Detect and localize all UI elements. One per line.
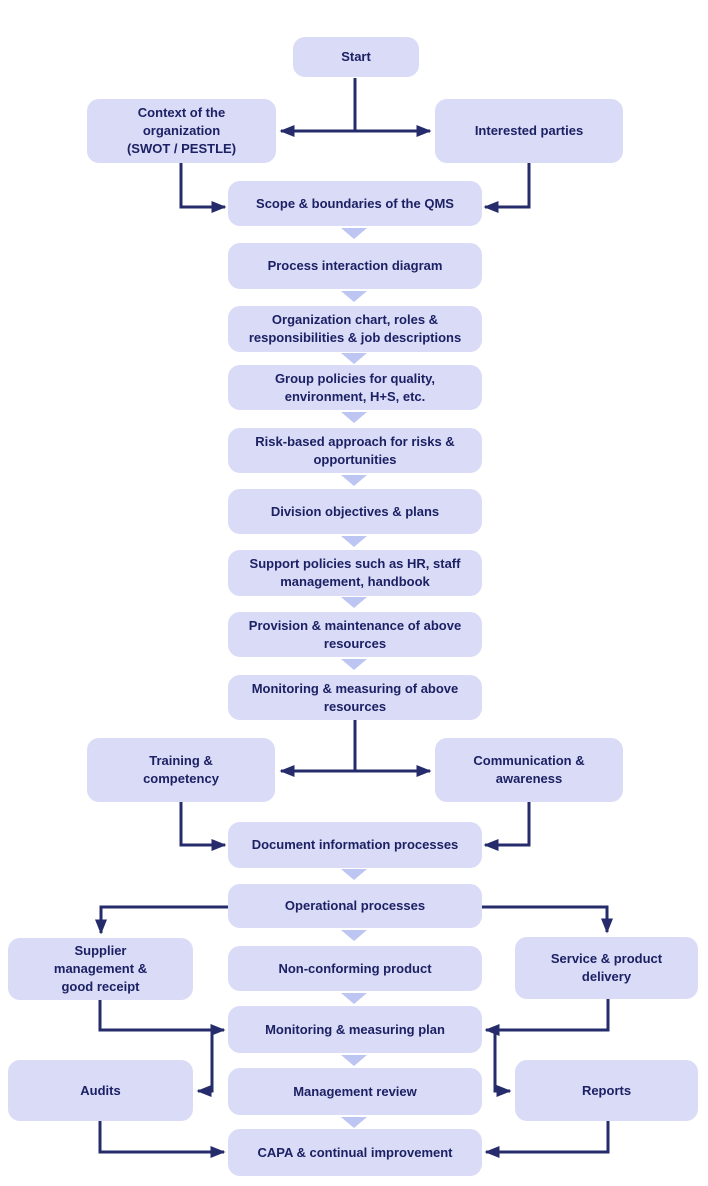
flow-chevron <box>341 1117 367 1128</box>
connector-service-to-monitoring-plan <box>484 999 610 1036</box>
connector-reports-to-capa <box>484 1121 610 1158</box>
node-communication-awareness: Communication & awareness <box>435 738 623 802</box>
connector-operational-to-service <box>480 905 613 934</box>
node-support-policies: Support policies such as HR, staff manag… <box>228 550 482 596</box>
connector-training-to-document <box>179 802 227 851</box>
node-division-objectives: Division objectives & plans <box>228 489 482 534</box>
flow-chevron <box>341 659 367 670</box>
node-group-policies: Group policies for quality, environment,… <box>228 365 482 410</box>
node-training-competency: Training & competency <box>87 738 275 802</box>
node-reports: Reports <box>515 1060 698 1121</box>
node-document-information: Document information processes <box>228 822 482 868</box>
node-context-of-organization: Context of the organization (SWOT / PEST… <box>87 99 276 163</box>
node-audits: Audits <box>8 1060 193 1121</box>
flow-chevron <box>341 475 367 486</box>
node-operational-processes: Operational processes <box>228 884 482 928</box>
node-monitoring-resources: Monitoring & measuring of above resource… <box>228 675 482 720</box>
node-non-conforming-product: Non-conforming product <box>228 946 482 991</box>
connector-supplier-to-monitoring-plan <box>98 1000 226 1036</box>
node-monitoring-measuring-plan: Monitoring & measuring plan <box>228 1006 482 1053</box>
flow-chevron <box>341 291 367 302</box>
node-risk-based-approach: Risk-based approach for risks & opportun… <box>228 428 482 473</box>
node-organization-chart: Organization chart, roles & responsibili… <box>228 306 482 352</box>
connector-branch-to-reports <box>493 1030 512 1097</box>
node-start: Start <box>293 37 419 77</box>
connectors <box>95 78 613 1158</box>
connector-interested-to-scope <box>483 163 531 213</box>
node-capa-continual-improvement: CAPA & continual improvement <box>228 1129 482 1176</box>
flow-chevron <box>341 930 367 941</box>
connector-branch-to-audits <box>196 1030 214 1097</box>
connector-communication-to-document <box>483 802 531 851</box>
node-service-product-delivery: Service & product delivery <box>515 937 698 999</box>
node-interested-parties: Interested parties <box>435 99 623 163</box>
flow-chevron <box>341 869 367 880</box>
node-supplier-management: Supplier management & good receipt <box>8 938 193 1000</box>
node-scope-boundaries: Scope & boundaries of the QMS <box>228 181 482 226</box>
node-process-interaction-diagram: Process interaction diagram <box>228 243 482 289</box>
connector-context-to-scope <box>179 163 227 213</box>
flow-chevron <box>341 412 367 423</box>
connector-operational-to-supplier <box>95 905 228 935</box>
flow-chevron <box>341 993 367 1004</box>
flow-chevron <box>341 353 367 364</box>
node-provision-maintenance: Provision & maintenance of above resourc… <box>228 612 482 657</box>
flow-chevron <box>341 597 367 608</box>
flow-chevron <box>341 228 367 239</box>
chevron-connectors <box>341 228 367 1128</box>
node-management-review: Management review <box>228 1068 482 1115</box>
flow-chevron <box>341 1055 367 1066</box>
flow-chevron <box>341 536 367 547</box>
connector-audits-to-capa <box>98 1121 226 1158</box>
